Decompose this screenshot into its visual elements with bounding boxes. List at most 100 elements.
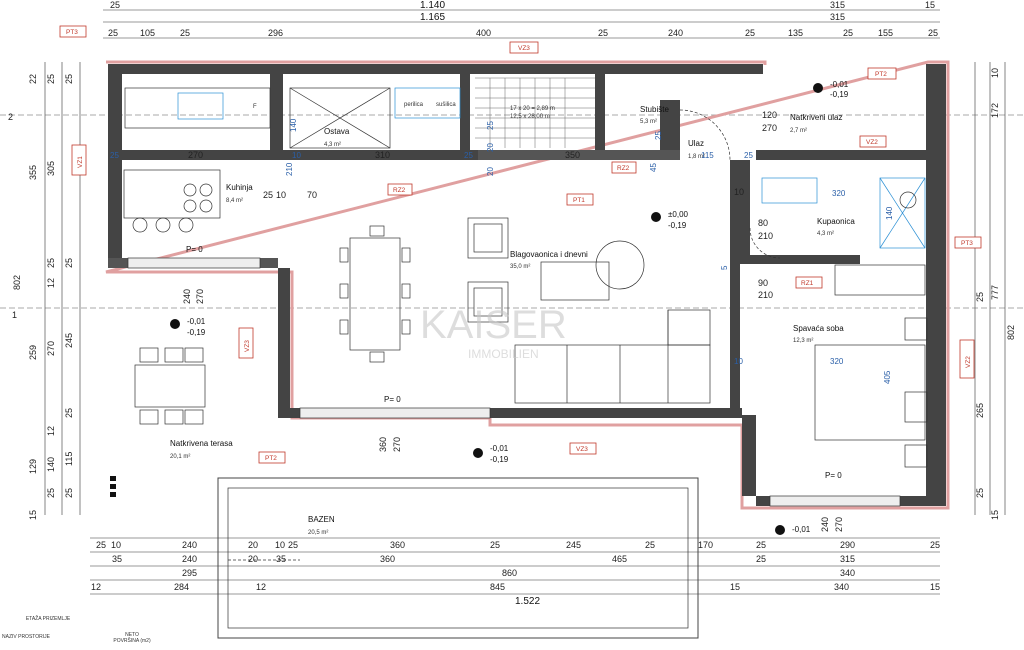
svg-text:25: 25 [975,292,985,302]
svg-text:20: 20 [486,143,495,152]
svg-text:270: 270 [195,289,205,304]
svg-text:270: 270 [762,123,777,133]
misc-labels: 17 x 20 = 2,89 m 12,5 x 28,00 m F perili… [8,102,555,320]
table-col-area: NETO POVRŠINA (m2) [113,632,151,644]
svg-text:115: 115 [64,452,74,466]
bed [814,344,926,441]
furniture [110,77,928,639]
svg-text:25: 25 [110,151,119,160]
svg-text:25: 25 [108,28,118,38]
svg-text:VZ3: VZ3 [518,45,530,52]
svg-text:860: 860 [502,568,517,578]
svg-text:20,1 m²: 20,1 m² [170,454,190,460]
svg-text:845: 845 [490,582,505,592]
svg-text:15: 15 [930,582,940,592]
svg-text:12: 12 [256,582,266,592]
svg-text:-0,01: -0,01 [830,80,849,89]
svg-text:5,3 m²: 5,3 m² [640,119,657,125]
svg-text:25: 25 [46,258,56,268]
bathroom-sink [761,177,818,204]
armchair [467,217,509,259]
table-header: ETAŽA PRIZEMLJE [25,616,71,622]
svg-text:VZ3: VZ3 [576,446,588,453]
svg-text:115: 115 [701,151,714,160]
svg-text:VZ3: VZ3 [244,340,251,352]
room-labels: Kuhinja 8,4 m² Ostava 4,3 m² Stubište 5,… [170,105,855,536]
svg-text:15: 15 [28,510,38,520]
svg-text:8,4 m²: 8,4 m² [226,198,243,204]
svg-text:400: 400 [476,28,491,38]
svg-text:155: 155 [878,28,893,38]
svg-text:295: 295 [182,568,197,578]
svg-text:10: 10 [990,68,1000,78]
room-terasa: Natkrivena terasa [170,439,233,448]
svg-text:25: 25 [756,554,766,564]
svg-text:15: 15 [730,582,740,592]
svg-text:25: 25 [598,28,608,38]
area-table: ETAŽA PRIZEMLJE NAZIV PROSTORIJE NETO PO… [0,612,154,650]
svg-text:25: 25 [745,28,755,38]
room-ostava: Ostava [324,127,350,136]
svg-text:2,7 m²: 2,7 m² [790,128,807,134]
svg-text:25: 25 [975,488,985,498]
svg-text:25: 25 [64,408,74,418]
kitchen-island [123,169,221,219]
kitchen-counter [124,87,271,129]
room-bazen: BAZEN [308,515,335,524]
room-blagovaonica: Blagovaonica i dnevni [510,250,588,259]
svg-text:sušilica: sušilica [436,102,456,108]
sofa [514,344,711,404]
svg-text:315: 315 [830,12,845,22]
svg-text:15: 15 [925,0,935,10]
svg-text:-0,01: -0,01 [187,317,206,326]
svg-text:240: 240 [182,540,197,550]
svg-text:PT2: PT2 [265,455,277,462]
svg-text:140: 140 [46,457,56,472]
wardrobe [834,264,926,296]
svg-text:320: 320 [832,189,846,198]
svg-text:284: 284 [174,582,189,592]
svg-text:170: 170 [698,540,713,550]
svg-text:PT2: PT2 [875,71,887,78]
svg-text:12,5 x 28,00 m: 12,5 x 28,00 m [510,114,550,120]
svg-text:10: 10 [111,540,121,550]
svg-text:12: 12 [46,426,56,436]
laundry-units [394,87,461,119]
svg-text:25: 25 [46,74,56,84]
svg-text:perilica: perilica [404,102,424,108]
svg-text:-0,19: -0,19 [490,455,509,464]
table-col-name: NAZIV PROSTORIJE [2,634,50,640]
svg-text:305: 305 [46,161,56,176]
svg-text:120: 120 [762,110,777,120]
svg-text:20: 20 [486,167,495,176]
svg-text:F: F [253,104,257,110]
room-stubiste: Stubište [640,105,669,114]
svg-text:240: 240 [820,517,830,532]
svg-text:240: 240 [182,289,192,304]
svg-text:245: 245 [64,333,74,348]
svg-text:VZ1: VZ1 [77,156,84,168]
svg-text:360: 360 [380,554,395,564]
svg-text:355: 355 [28,165,38,180]
svg-text:45: 45 [649,163,658,172]
svg-text:25: 25 [64,258,74,268]
toilet [899,191,917,209]
svg-text:1.522: 1.522 [515,596,540,607]
svg-text:259: 259 [28,345,38,360]
svg-text:270: 270 [46,341,56,356]
svg-text:129: 129 [28,459,38,474]
svg-text:RZ2: RZ2 [617,165,630,172]
svg-text:25: 25 [263,190,273,200]
pool-outer [217,477,699,639]
svg-text:25: 25 [486,121,495,130]
terrace-table [134,364,206,408]
svg-text:25: 25 [180,28,190,38]
coffee-table [540,261,610,301]
svg-text:270: 270 [188,150,203,160]
svg-text:315: 315 [830,0,845,10]
svg-text:35,0 m²: 35,0 m² [510,264,530,270]
svg-text:15: 15 [990,510,1000,520]
svg-text:PT3: PT3 [66,29,78,36]
svg-text:-0,19: -0,19 [830,90,849,99]
